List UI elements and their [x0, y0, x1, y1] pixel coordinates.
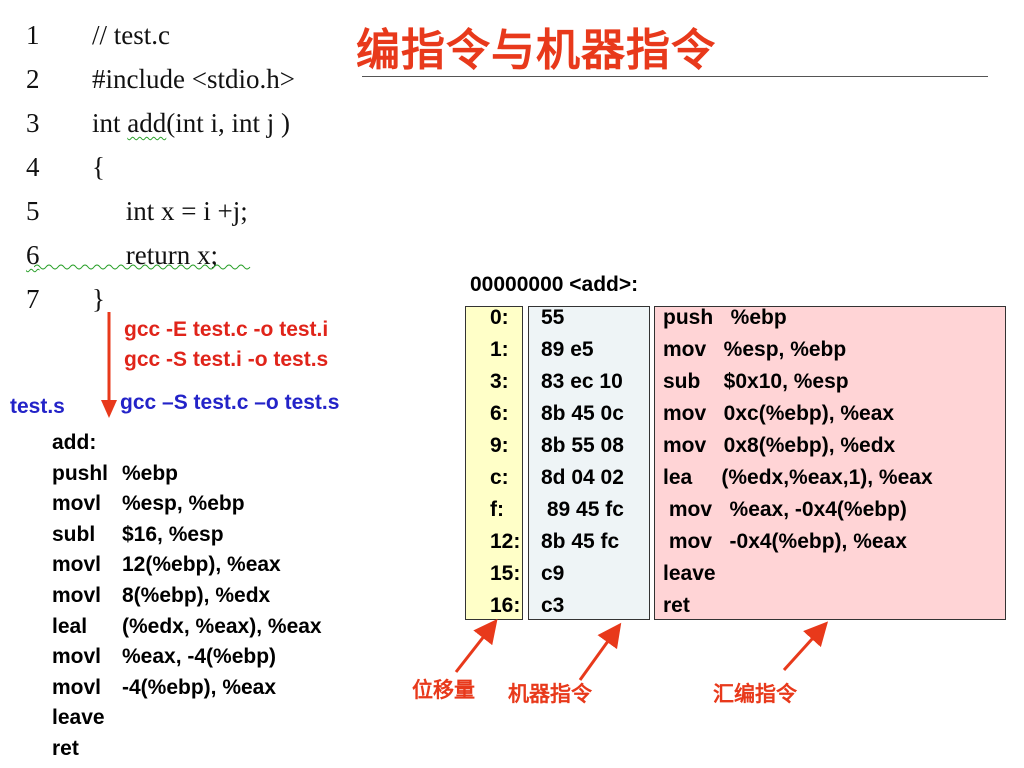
instr-cell: mov %eax, -0x4(%ebp) [663, 498, 907, 521]
offset-cell: 9: [490, 434, 509, 457]
offset-cell: 12: [490, 530, 521, 553]
code-text-pre: int [92, 108, 128, 138]
code-text-post: (int i, int j ) [166, 108, 290, 138]
asm-op: leave [52, 706, 105, 730]
bytes-cell: 8b 45 fc [541, 530, 620, 553]
asm-args: %eax, -4(%ebp) [122, 645, 277, 669]
asm-args: %esp, %ebp [122, 492, 245, 516]
asm-op: movl [52, 675, 102, 699]
bytes-cell: 55 [541, 306, 565, 329]
asm-op: movl [52, 583, 102, 607]
machine-instruction-label: 机器指令 [508, 682, 592, 706]
bytes-cell: c3 [541, 594, 565, 617]
code-text: // test.c [92, 20, 170, 50]
title-underline [362, 76, 988, 77]
code-text: #include <stdio.h> [92, 64, 295, 94]
assembly-arrow [782, 621, 829, 672]
assembly-instruction-label: 汇编指令 [713, 682, 797, 706]
instr-cell: lea (%edx,%eax,1), %eax [663, 466, 933, 489]
asm-op: pushl [52, 461, 108, 485]
instr-cell: push %ebp [663, 306, 787, 329]
compile-arrow [101, 312, 117, 418]
asm-args: %ebp [122, 461, 179, 485]
line-number: 5 [26, 196, 40, 226]
asm-line: movl %esp, %ebp [52, 489, 322, 520]
gcc-preprocess-command: gcc -E test.c -o test.i [124, 318, 329, 341]
asm-line: movl %eax, -4(%ebp) [52, 642, 322, 673]
bytes-cell: 8b 45 0c [541, 402, 624, 425]
asm-line: movl 12(%ebp), %eax [52, 550, 322, 581]
gcc-compile-i-command: gcc -S test.i -o test.s [124, 348, 329, 371]
bytes-cell: 89 e5 [541, 338, 594, 361]
output-filename: test.s [10, 395, 65, 418]
asm-line: movl 8(%ebp), %edx [52, 581, 322, 612]
code-text: int add(int i, int j ) [92, 108, 290, 139]
line-number: 3 [26, 108, 40, 138]
offset-column-box [465, 306, 523, 620]
bytes-cell: 8b 55 08 [541, 434, 624, 457]
code-text: { [92, 152, 105, 182]
machine-code-column-box [528, 306, 650, 620]
instr-cell: ret [663, 594, 690, 617]
asm-line: ret [52, 734, 322, 765]
offset-arrow [454, 618, 498, 673]
asm-op: leal [52, 614, 88, 638]
offset-label: 位移量 [412, 678, 475, 702]
spellcheck-wavy-underline [34, 264, 251, 270]
line-number: 7 [26, 284, 40, 314]
asm-op: add: [52, 431, 97, 454]
assembly-listing: add: pushl %ebp movl %esp, %ebp subl $16, %… [52, 428, 322, 765]
line-number: 6 [26, 240, 40, 270]
instr-cell: mov -0x4(%ebp), %eax [663, 530, 907, 553]
bytes-cell: 8d 04 02 [541, 466, 624, 489]
offset-cell: 1: [490, 338, 509, 361]
asm-line: subl $16, %esp [52, 520, 322, 551]
offset-cell: c: [490, 466, 509, 489]
code-text: } [92, 284, 105, 314]
bytes-cell: 83 ec 10 [541, 370, 623, 393]
offset-cell: 16: [490, 594, 521, 617]
assembly-column-box [654, 306, 1006, 620]
line-number: 2 [26, 64, 40, 94]
asm-op: movl [52, 645, 102, 669]
asm-line: pushl %ebp [52, 459, 322, 490]
line-number: 4 [26, 152, 40, 182]
instr-cell: leave [663, 562, 716, 585]
asm-args: 12(%ebp), %eax [122, 553, 281, 577]
line-number: 1 [26, 20, 40, 50]
asm-line: leave [52, 703, 322, 734]
code-text: int x = i +j; [92, 196, 248, 226]
bytes-cell: c9 [541, 562, 565, 585]
asm-line: movl -4(%ebp), %eax [52, 673, 322, 704]
offset-cell: f: [490, 498, 504, 521]
asm-args: 8(%ebp), %edx [122, 583, 271, 607]
asm-op: movl [52, 553, 102, 577]
offset-cell: 15: [490, 562, 521, 585]
instr-cell: mov 0xc(%ebp), %eax [663, 402, 895, 425]
asm-line: add: [52, 428, 322, 459]
asm-args: (%edx, %eax), %eax [122, 614, 322, 638]
disassembly-header: 00000000 <add>: [470, 273, 639, 296]
offset-cell: 0: [490, 306, 509, 329]
asm-op: movl [52, 492, 102, 516]
asm-op: ret [52, 736, 79, 760]
asm-line: leal (%edx, %eax), %eax [52, 612, 322, 643]
asm-args: $16, %esp [122, 522, 224, 546]
asm-op: subl [52, 522, 96, 546]
offset-cell: 6: [490, 402, 509, 425]
label-arrows [454, 618, 829, 681]
spellcheck-underlined-word: add [127, 108, 167, 138]
instr-cell: mov %esp, %ebp [663, 338, 847, 361]
slide-title: 编指令与机器指令 [356, 25, 716, 76]
gcc-compile-direct-command: gcc –S test.c –o test.s [120, 391, 340, 414]
instr-cell: mov 0x8(%ebp), %edx [663, 434, 896, 457]
offset-cell: 3: [490, 370, 509, 393]
instr-cell: sub $0x10, %esp [663, 370, 849, 393]
bytes-cell: 89 45 fc [541, 498, 624, 521]
asm-args: -4(%ebp), %eax [122, 675, 277, 699]
machine-arrow [578, 622, 622, 681]
